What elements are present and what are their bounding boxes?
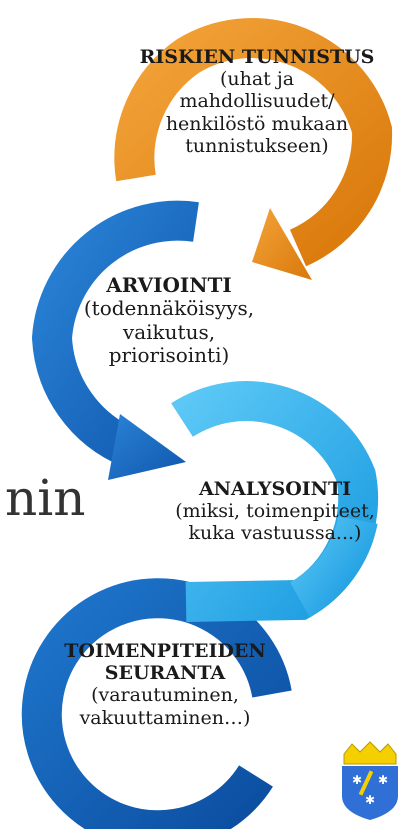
cycle-arrow-blue (31, 200, 199, 480)
step-description-line: vaikutus, (122, 319, 216, 344)
step-description: (varautuminen, vakuuttaminen…) (30, 684, 300, 728)
step-arviointi: ARVIOINTI (todennäköisyys, vaikutus, pri… (58, 273, 280, 368)
cycle-arrow-orange (114, 18, 393, 280)
step-description: (todennäköisyys, vaikutus, priorisointi) (58, 296, 280, 368)
step-description-line: vakuuttaminen…) (79, 706, 251, 729)
step-description-line: henkilöstö mukaan (165, 112, 349, 135)
step-title: TOIMENPITEIDEN SEURANTA (64, 640, 266, 685)
step-description: (miksi, toimenpiteet, kuka vastuussa...) (150, 500, 400, 544)
step-description-line: kuka vastuussa...) (188, 522, 362, 545)
step-title: ARVIOINTI (106, 273, 232, 297)
step-description: (uhat ja mahdollisuudet/ henkilöstö muka… (112, 68, 402, 157)
step-description-line: (todennäköisyys, (83, 296, 255, 321)
cycle-arrow-light-blue-overlap (289, 515, 378, 618)
step-description-line: mahdollisuudet/ (179, 90, 335, 113)
step-toimenpiteiden-seuranta: TOIMENPITEIDEN SEURANTA (varautuminen, v… (30, 640, 300, 729)
step-description-line: (varautuminen, (91, 684, 239, 707)
svg-text:✱: ✱ (378, 773, 388, 787)
partial-word: nin (5, 469, 86, 527)
svg-text:✱: ✱ (352, 773, 362, 787)
step-description-line: priorisointi) (108, 343, 230, 368)
coat-of-arms-icon: ✱ ✱ ✱ (342, 741, 398, 820)
svg-text:✱: ✱ (365, 793, 375, 807)
step-description-line: (uhat ja (219, 68, 295, 91)
step-description-line: (miksi, toimenpiteet, (175, 500, 375, 523)
step-title: ANALYSOINTI (198, 478, 352, 500)
step-analysointi: ANALYSOINTI (miksi, toimenpiteet, kuka v… (150, 478, 400, 545)
step-description-line: tunnistukseen) (185, 134, 329, 157)
step-riskien-tunnistus: RISKIEN TUNNISTUS (uhat ja mahdollisuude… (112, 46, 402, 157)
step-title: RISKIEN TUNNISTUS (139, 46, 375, 68)
